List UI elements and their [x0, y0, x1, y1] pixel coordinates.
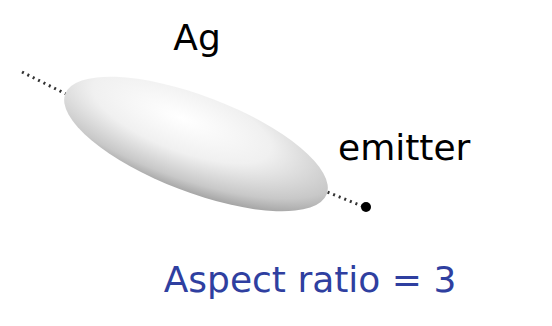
caption-text: Aspect ratio = 3 — [164, 258, 457, 301]
axis-line — [22, 72, 66, 94]
axis-line — [322, 190, 362, 206]
silver-ellipsoid — [48, 49, 344, 239]
emitter-label: emitter — [338, 126, 470, 169]
emitter-dot — [361, 202, 371, 212]
material-label: Ag — [173, 16, 220, 59]
